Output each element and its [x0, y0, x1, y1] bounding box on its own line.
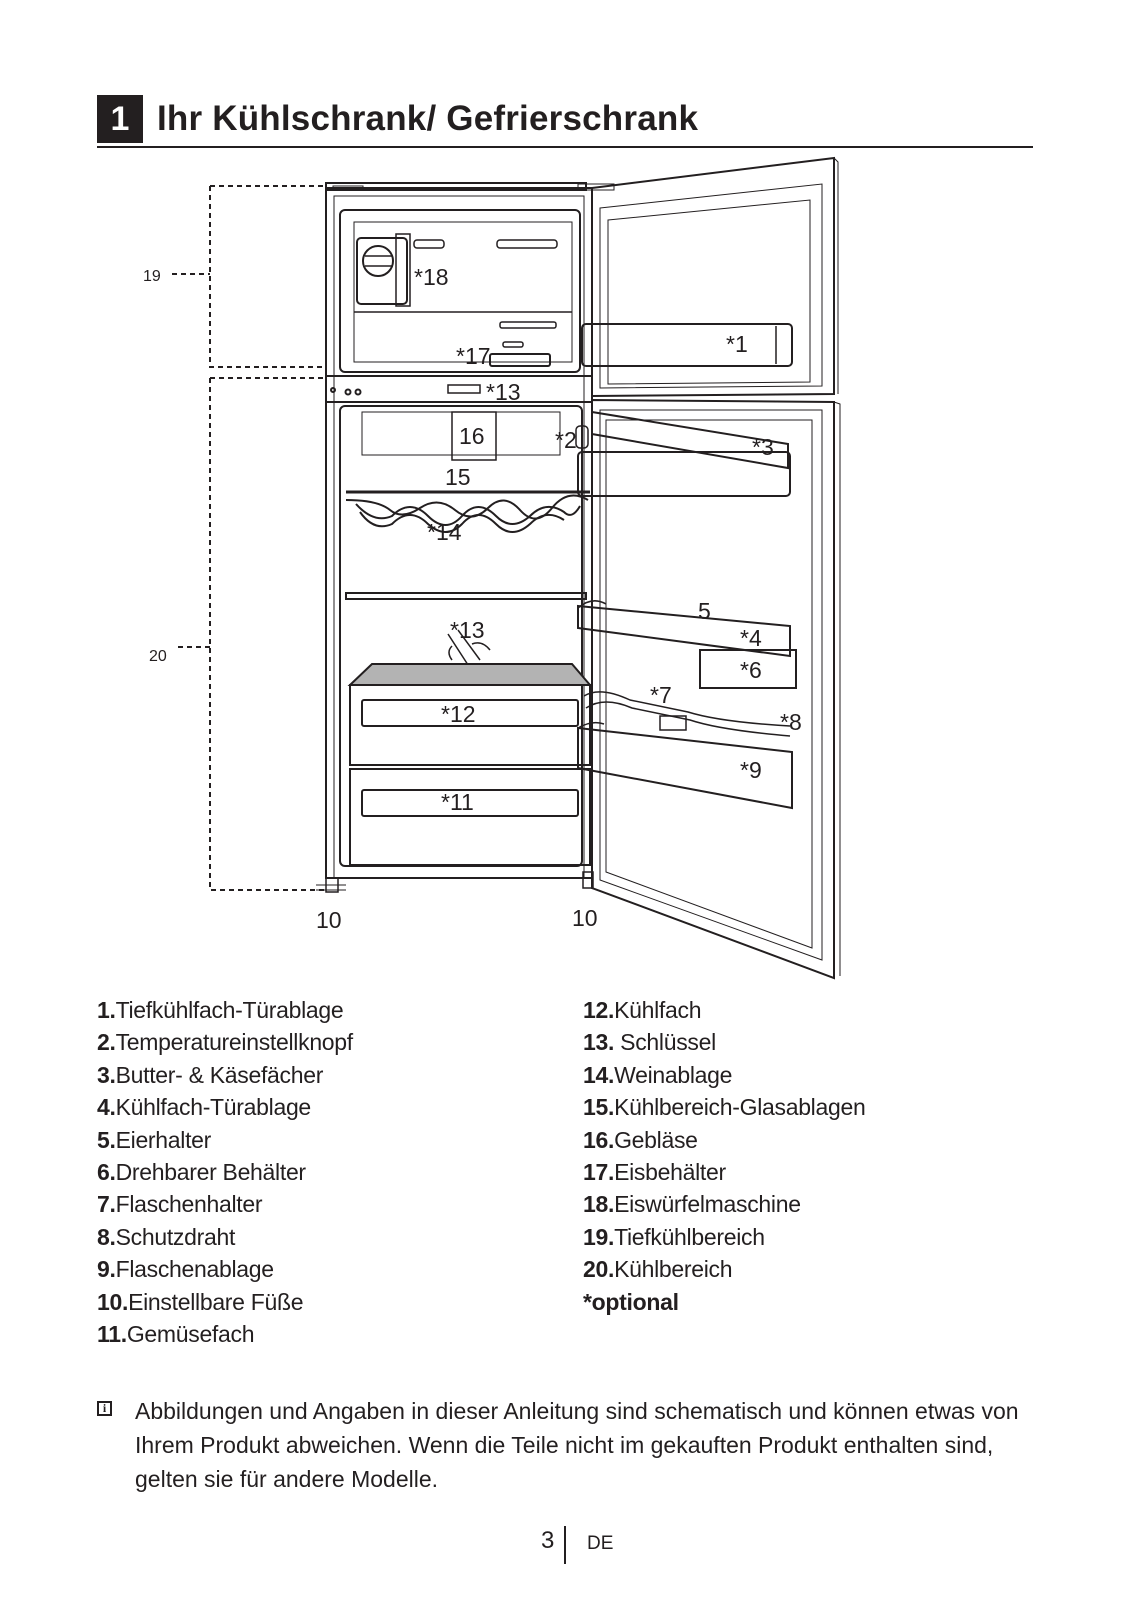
list-item: 2.Temperatureinstellknopf	[97, 1029, 353, 1056]
list-item: 14.Weinablage	[583, 1061, 733, 1088]
parts-list-left: 1.Tiefkühlfach-Türablage 2.Temperaturein…	[97, 994, 353, 1350]
list-item: 11.Gemüsefach	[97, 1321, 255, 1348]
list-item: 10.Einstellbare Füße	[97, 1288, 304, 1315]
fridge-cabinet	[316, 182, 615, 893]
list-item: 6.Drehbarer Behälter	[97, 1159, 306, 1186]
key-icon	[447, 629, 491, 669]
glass-shelf	[345, 592, 587, 600]
bottle-holder	[659, 715, 687, 731]
page-number: 3	[541, 1527, 555, 1554]
callout-10-left: 10	[316, 907, 342, 933]
freezer-compartment	[339, 209, 581, 373]
optional-note: *optional	[583, 1288, 679, 1315]
dairy-compartment	[577, 451, 791, 497]
list-item: 3.Butter- & Käsefächer	[97, 1061, 324, 1088]
callout-5: 5	[698, 598, 711, 624]
bottle-shelf	[577, 726, 793, 810]
swivel-container	[699, 649, 797, 689]
chapter-title: Ihr Kühlschrank/ Gefrierschrank	[157, 99, 699, 138]
list-item: 1.Tiefkühlfach-Türablage	[97, 997, 344, 1023]
callout-10-right: 10	[572, 905, 598, 931]
temperature-knob	[575, 425, 589, 449]
chiller-drawer	[349, 684, 591, 766]
list-item: 8.Schutzdraht	[97, 1223, 236, 1250]
callout-2: *2	[555, 427, 577, 453]
dairy-compartment-lid	[591, 410, 789, 470]
middle-divider	[325, 375, 593, 403]
list-item: 17.Eisbehälter	[583, 1159, 726, 1186]
parts-list-right: 12.Kühlfach 13. Schlüssel 14.Weinablage …	[583, 994, 866, 1318]
callout-15: 15	[445, 464, 471, 490]
callout-14: *14	[427, 519, 462, 545]
chiller-lid	[347, 663, 593, 686]
callout-11: *11	[441, 789, 474, 815]
door-shelf-middle	[577, 604, 791, 658]
page-footer: 3 DE	[0, 1524, 1128, 1564]
chapter-header: 1 Ihr Kühlschrank/ Gefrierschrank	[97, 92, 1033, 148]
callout-13-top: *13	[486, 379, 521, 405]
protection-wire	[583, 691, 791, 727]
fridge-door	[577, 398, 841, 980]
callout-12: *12	[441, 701, 476, 727]
freezer-door-shelf	[581, 323, 793, 367]
callout-6: *6	[740, 657, 762, 683]
callout-8: *8	[780, 709, 802, 735]
crisper-drawer	[349, 768, 591, 866]
chapter-number: 1	[97, 95, 143, 143]
info-icon: i	[97, 1401, 112, 1416]
ice-tray	[489, 353, 551, 367]
callout-3: *3	[752, 434, 774, 460]
list-item: 7.Flaschenhalter	[97, 1191, 263, 1218]
dimension-lines	[172, 185, 326, 891]
list-item: 19.Tiefkühlbereich	[583, 1223, 765, 1250]
callout-16: 16	[459, 423, 485, 449]
fan-cover	[451, 411, 497, 461]
callout-4: *4	[740, 625, 762, 651]
list-item: 16.Gebläse	[583, 1126, 698, 1153]
list-item: 18.Eiswürfelmaschine	[583, 1191, 801, 1218]
footer-divider	[564, 1526, 566, 1564]
list-item: 5.Eierhalter	[97, 1126, 212, 1153]
list-item: 4.Kühlfach-Türablage	[97, 1094, 311, 1121]
callout-13-bottom: *13	[450, 617, 485, 643]
callout-20: 20	[149, 648, 167, 665]
info-note: i Abbildungen und Angaben in dieser Anle…	[97, 1394, 1037, 1496]
list-item: 13. Schlüssel	[583, 1029, 716, 1056]
note-text: Abbildungen und Angaben in dieser Anleit…	[135, 1398, 1019, 1492]
icemaker	[356, 237, 408, 305]
callout-1: *1	[726, 331, 748, 357]
callout-7: *7	[650, 682, 672, 708]
callout-19: 19	[143, 268, 161, 285]
list-item: 20.Kühlbereich	[583, 1256, 733, 1283]
language-code: DE	[587, 1533, 614, 1554]
callout-17: *17	[456, 343, 491, 369]
callout-18: *18	[414, 264, 449, 290]
list-item: 15.Kühlbereich-Glasablagen	[583, 1094, 866, 1121]
callout-9: *9	[740, 757, 762, 783]
list-item: 12.Kühlfach	[583, 997, 702, 1023]
list-item: 9.Flaschenablage	[97, 1256, 274, 1283]
freezer-door	[581, 156, 839, 398]
fridge-diagram: *18 *17 *13 *1 16 *2 *3 15 *14 *13 5 *4 …	[143, 156, 841, 980]
